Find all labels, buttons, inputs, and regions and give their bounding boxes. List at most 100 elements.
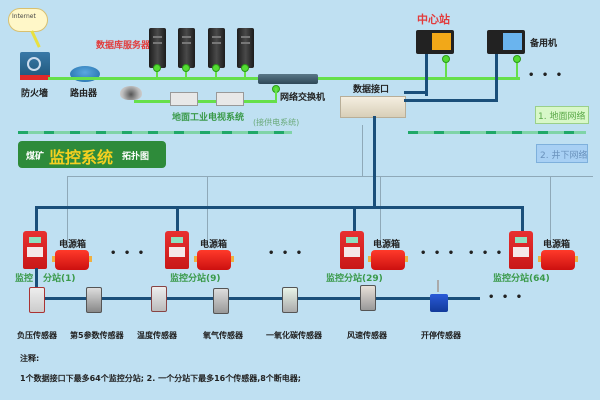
db-servers-label: 数据库服务器 bbox=[96, 41, 151, 51]
power-supply-dashed-line bbox=[408, 131, 586, 134]
central-station-computer-icon bbox=[416, 30, 454, 54]
link-node bbox=[442, 55, 450, 63]
backup-machine-label: 备用机 bbox=[530, 39, 558, 49]
ground-network-link bbox=[100, 77, 260, 80]
server-link bbox=[244, 68, 246, 78]
substation-label: 分站(1) bbox=[43, 274, 76, 284]
more-substations-ellipsis: • • • bbox=[268, 248, 305, 259]
sensor-label: 风速传感器 bbox=[347, 331, 387, 340]
power-box-label: 电源箱 bbox=[59, 240, 87, 250]
dome-camera-icon bbox=[120, 86, 142, 100]
power-supply-dashed-line bbox=[222, 131, 292, 134]
sensor-label: 一氧化碳传感器 bbox=[266, 331, 322, 340]
camera-icon bbox=[170, 92, 198, 106]
substation-drop-line bbox=[35, 206, 38, 236]
oxygen-sensor-icon bbox=[213, 288, 229, 314]
more-computers-ellipsis: • • • bbox=[528, 70, 565, 81]
data-interface-label: 数据接口 bbox=[353, 85, 390, 95]
interface-link bbox=[404, 91, 428, 94]
power-system-note: (接供电系统) bbox=[253, 118, 300, 127]
sensor-label: 温度传感器 bbox=[137, 331, 177, 340]
power-frame-line bbox=[67, 176, 593, 177]
lightning-icon bbox=[30, 30, 41, 48]
power-frame-line bbox=[362, 125, 363, 176]
link-node bbox=[513, 55, 521, 63]
power-frame-line bbox=[67, 176, 68, 246]
link-node bbox=[212, 64, 220, 72]
server-link bbox=[156, 68, 158, 78]
firewall-icon bbox=[20, 52, 50, 80]
power-frame-line bbox=[550, 176, 551, 246]
power-supply-dashed-line bbox=[18, 131, 238, 134]
ground-network-link bbox=[256, 77, 442, 80]
substation-icon bbox=[340, 231, 364, 269]
legend-underground-network bbox=[536, 144, 588, 163]
substation-drop-line bbox=[176, 206, 179, 236]
interface-link bbox=[425, 54, 428, 96]
more-sensors-ellipsis: • • • bbox=[488, 292, 525, 303]
switch-label: 网络交换机 bbox=[280, 93, 326, 103]
cctv-link bbox=[275, 88, 277, 102]
legend-ground-network bbox=[535, 106, 589, 124]
link-node bbox=[153, 64, 161, 72]
server-icon bbox=[178, 28, 195, 68]
on-off-sensor-icon bbox=[430, 294, 448, 312]
interface-link bbox=[404, 99, 498, 102]
more-substations-ellipsis: • • • bbox=[420, 248, 457, 259]
computer-link bbox=[516, 58, 518, 78]
internet-label: Internet bbox=[12, 13, 36, 20]
negative-pressure-sensor-icon bbox=[29, 287, 45, 313]
ground-network-link bbox=[440, 77, 520, 80]
substation-icon bbox=[165, 231, 189, 269]
camera-icon bbox=[216, 92, 244, 106]
server-icon bbox=[237, 28, 254, 68]
link-node bbox=[182, 64, 190, 72]
sensor-label: 第5参数传感器 bbox=[70, 331, 124, 340]
router-label: 路由器 bbox=[70, 89, 98, 99]
substation-label: 监控分站(64) bbox=[493, 274, 550, 284]
substation-label: 监控分站(29) bbox=[326, 274, 383, 284]
fifth-parameter-sensor-icon bbox=[86, 287, 102, 313]
title-prefix: 煤矿 bbox=[26, 152, 45, 162]
sensor-label: 负压传感器 bbox=[17, 331, 57, 340]
power-box-label: 电源箱 bbox=[200, 240, 228, 250]
substation-drop-line bbox=[353, 206, 356, 236]
cctv-system-label: 地面工业电视系统 bbox=[172, 113, 245, 123]
network-switch-icon bbox=[258, 74, 318, 84]
sensor-label: 开停传感器 bbox=[421, 331, 461, 340]
legend-underground-network-label: 2. 井下网络 bbox=[540, 151, 588, 161]
substation-label: 监控分站(9) bbox=[170, 274, 221, 284]
power-box-icon bbox=[538, 250, 578, 270]
interface-link bbox=[495, 54, 498, 102]
sensor-label: 氧气传感器 bbox=[203, 331, 243, 340]
data-interface-icon bbox=[340, 96, 406, 118]
sensor-bus-line bbox=[35, 297, 480, 300]
substation-icon bbox=[509, 231, 533, 269]
central-station-label: 中心站 bbox=[417, 13, 450, 26]
carbon-monoxide-sensor-icon bbox=[282, 287, 298, 313]
substation-drop-line bbox=[521, 206, 524, 236]
more-substations-ellipsis: • • • bbox=[468, 248, 505, 259]
underground-bus-line bbox=[35, 206, 524, 209]
computer-link bbox=[445, 58, 447, 78]
internet-cloud-icon bbox=[8, 8, 48, 32]
on-off-sensor-antenna-icon bbox=[437, 280, 439, 292]
firewall-label: 防火墙 bbox=[21, 89, 49, 99]
power-box-label: 电源箱 bbox=[373, 240, 401, 250]
temperature-sensor-icon bbox=[151, 286, 167, 312]
underground-trunk-line bbox=[373, 116, 376, 208]
server-link bbox=[185, 68, 187, 78]
cctv-link bbox=[134, 100, 277, 103]
server-icon bbox=[208, 28, 225, 68]
sensor-drop-line bbox=[35, 268, 38, 298]
power-box-icon bbox=[368, 250, 408, 270]
link-node bbox=[241, 64, 249, 72]
backup-computer-icon bbox=[487, 30, 525, 54]
power-box-icon bbox=[52, 250, 92, 270]
notes-heading: 注释: bbox=[20, 354, 40, 363]
title-plate: 煤矿 监控系统 拓扑图 bbox=[18, 141, 166, 168]
wind-speed-sensor-icon bbox=[360, 285, 376, 311]
power-frame-line bbox=[207, 176, 208, 246]
legend-ground-network-label: 1. 地面网络 bbox=[538, 112, 586, 122]
